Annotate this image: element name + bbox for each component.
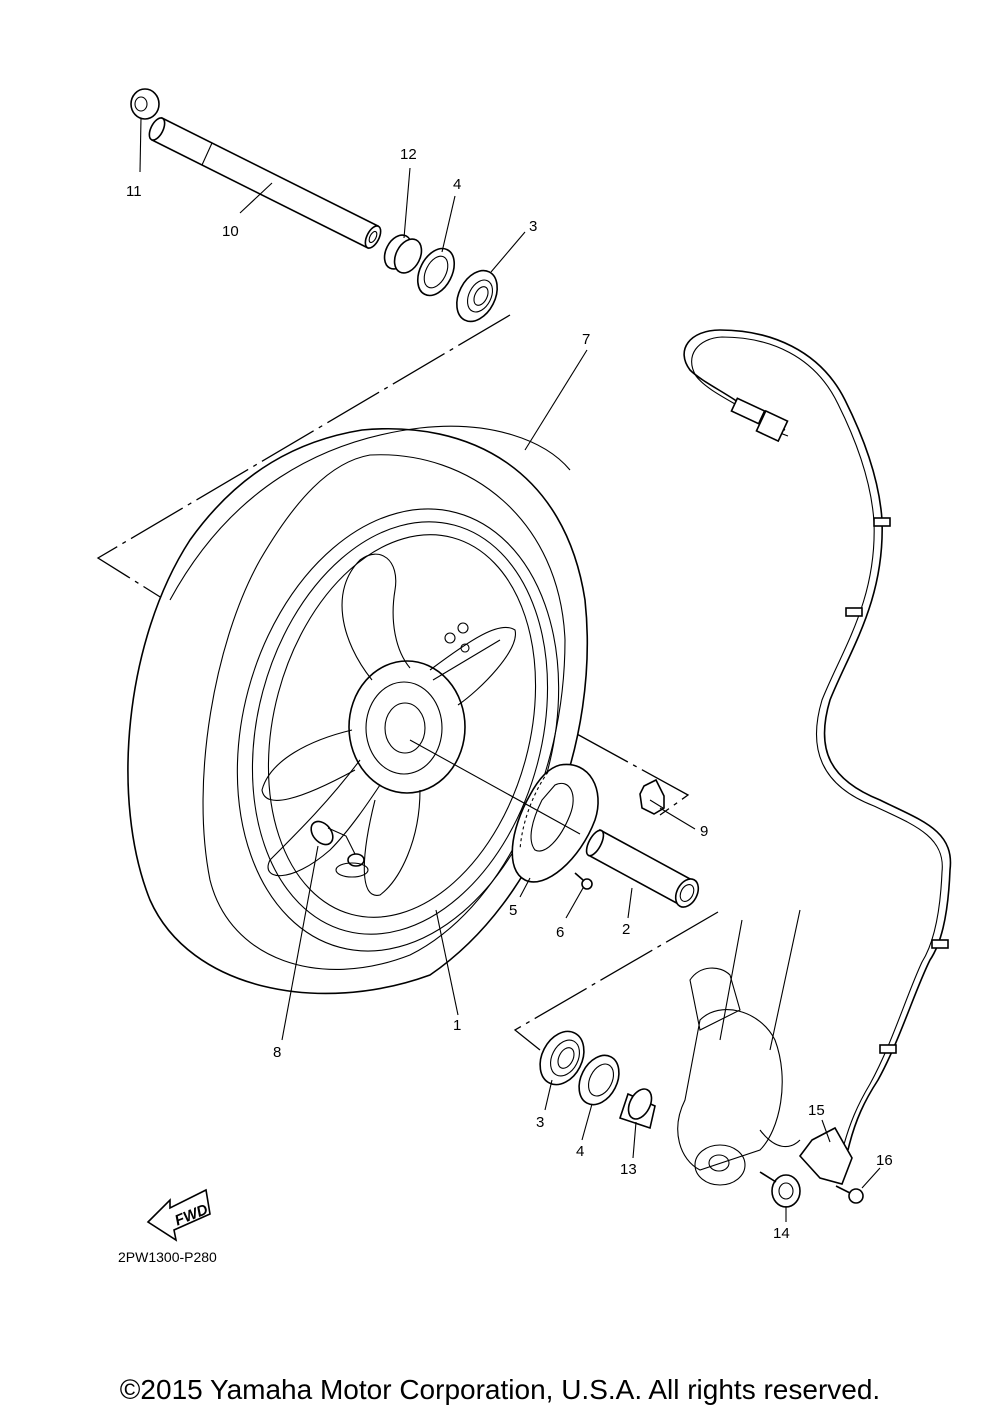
callout-7: 7	[582, 331, 590, 348]
tire-part-7[interactable]	[169, 425, 571, 601]
callout-labels: 11 10 12 4 3 7 9 5 6 2 1 8 3 4 13 14 15 …	[126, 146, 893, 1242]
callout-6: 6	[556, 924, 564, 941]
callout-11: 11	[126, 183, 142, 200]
axle-spacer-part-11[interactable]	[130, 88, 160, 120]
callout-12: 12	[400, 146, 417, 163]
callout-2: 2	[622, 921, 630, 938]
collar-part-2[interactable]	[583, 828, 703, 911]
sensor-rotor-part-5[interactable]	[511, 763, 599, 883]
axle-part-10[interactable]	[146, 116, 384, 251]
callout-9: 9	[700, 823, 708, 840]
copyright-notice: ©2015 Yamaha Motor Corporation, U.S.A. A…	[119, 1374, 881, 1405]
callout-16: 16	[876, 1152, 893, 1169]
callout-3-upper: 3	[529, 218, 537, 235]
callout-10: 10	[222, 223, 239, 240]
callout-8: 8	[273, 1044, 281, 1061]
callout-3-lower: 3	[536, 1114, 544, 1131]
drawing-code: 2PW1300-P280	[118, 1249, 217, 1265]
callout-13: 13	[620, 1161, 637, 1178]
oil-seal-part-4-lower[interactable]	[571, 1049, 627, 1112]
bolt-part-16[interactable]	[835, 1185, 864, 1204]
clip-part-9[interactable]	[639, 778, 665, 815]
axle-bolt-part-14[interactable]	[759, 1171, 801, 1208]
bearing-part-3-upper[interactable]	[449, 264, 506, 328]
fwd-arrow-icon: FWD	[146, 1188, 211, 1242]
callout-4-lower: 4	[576, 1143, 584, 1160]
callout-5: 5	[509, 902, 517, 919]
valve-part-8[interactable]	[307, 817, 369, 878]
collar-part-12[interactable]	[379, 231, 427, 278]
front-fork-leg	[677, 909, 801, 1186]
oil-seal-part-4-upper[interactable]	[410, 242, 461, 301]
screw-part-6[interactable]	[574, 872, 593, 890]
collar-part-13[interactable]	[618, 1085, 656, 1130]
bearing-part-3-lower[interactable]	[531, 1024, 592, 1092]
leader-lines	[139, 117, 881, 1222]
callout-15: 15	[808, 1102, 825, 1119]
callout-14: 14	[773, 1225, 790, 1242]
callout-4-upper: 4	[453, 176, 461, 193]
wheel-sensor-cable-part-15[interactable]	[683, 329, 952, 1185]
front-wheel-part-1[interactable]	[127, 428, 606, 995]
callout-1: 1	[453, 1017, 461, 1034]
